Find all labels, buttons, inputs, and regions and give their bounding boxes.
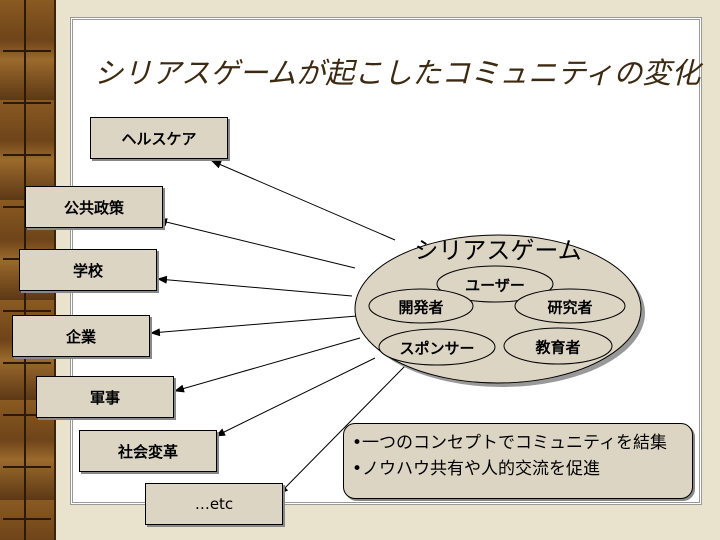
arrow-policy <box>157 218 356 269</box>
arrow-school <box>157 275 353 297</box>
box-military: 軍事 <box>36 376 174 418</box>
arrow-etc <box>278 365 406 495</box>
box-business: 企業 <box>12 315 150 357</box>
member-researcher: 研究者 <box>547 298 593 317</box>
arrow-social <box>215 357 376 437</box>
arrow-military <box>174 337 361 393</box>
member-sponsor: スポンサー <box>399 339 475 358</box>
box-social-change: 社会変革 <box>79 430 217 472</box>
member-ellipse-educator <box>503 327 613 365</box>
member-ellipse-developer <box>368 288 474 324</box>
box-school: 学校 <box>19 249 157 291</box>
box-public-policy: 公共政策 <box>25 186 163 228</box>
box-healthcare: ヘルスケア <box>90 117 228 159</box>
member-ellipse-user <box>436 265 554 303</box>
box-etc: …etc <box>145 483 283 525</box>
summary-note: •一つのコンセプトでコミュニティを結集 •ノウハウ共有や人的交流を促進 <box>343 423 693 499</box>
arrow-business <box>150 315 358 337</box>
member-user: ユーザー <box>465 276 525 295</box>
member-ellipse-researcher <box>514 288 626 324</box>
arrow-healthcare <box>211 160 396 241</box>
slide-title: シリアスゲームが起こしたコミュニティの変化 <box>94 56 701 90</box>
member-developer: 開発者 <box>398 298 444 317</box>
note-line: •一つのコンセプトでコミュニティを結集 <box>352 433 668 453</box>
member-ellipse-sponsor <box>378 328 496 366</box>
center-label: シリアスゲーム <box>414 236 582 265</box>
member-educator: 教育者 <box>535 338 581 357</box>
note-line: •ノウハウ共有や人的交流を促進 <box>352 459 601 479</box>
